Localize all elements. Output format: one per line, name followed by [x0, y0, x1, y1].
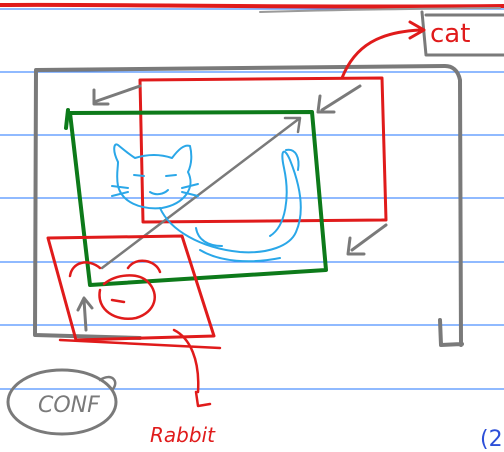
cat-label: cat [430, 19, 470, 49]
red-arrow-to-cat [342, 22, 424, 78]
corner-mark-label: (2 [480, 427, 503, 452]
top-red-stroke [0, 5, 504, 7]
green-corner-mark [66, 110, 68, 128]
gray-arrow-topleft [94, 86, 140, 104]
rabbit-label: Rabbit [150, 423, 216, 447]
gray-arrow-topright [318, 86, 360, 112]
gray-frame [35, 66, 462, 345]
gray-arrow-bottomright [348, 225, 386, 254]
red-cat-box [140, 78, 386, 222]
conf-label: CONF [38, 393, 100, 418]
gray-arrow-diagonal [102, 118, 300, 268]
